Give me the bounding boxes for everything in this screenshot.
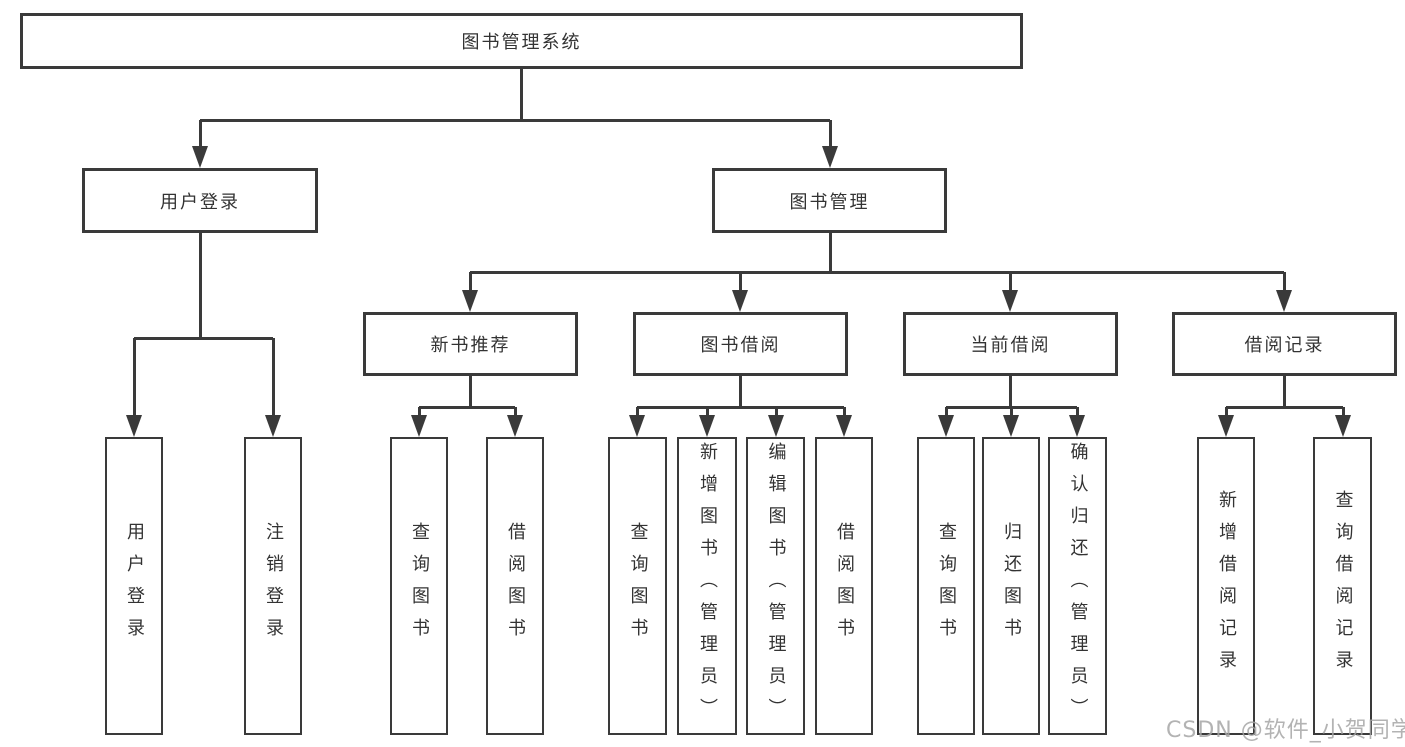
connector-line xyxy=(417,407,421,417)
connector-line xyxy=(132,338,136,417)
connector-line xyxy=(774,407,778,417)
node-label: 用户登录 xyxy=(160,191,240,213)
connector-arrowhead xyxy=(768,415,784,437)
leaf-borrow-borrow-books: 借阅图书 xyxy=(815,437,873,735)
connector-line xyxy=(134,336,273,340)
leaf-records-add-record: 新增借阅记录 xyxy=(1197,437,1255,735)
connector-arrowhead xyxy=(1276,290,1292,312)
leaf-logout: 注销登录 xyxy=(244,437,302,735)
connector-line xyxy=(513,407,517,417)
connector-line xyxy=(705,407,709,417)
leaf-label: 归还图书 xyxy=(1001,522,1022,650)
connector-line xyxy=(944,407,948,417)
connector-line xyxy=(470,270,1284,274)
leaf-newbooks-query-books: 查询图书 xyxy=(390,437,448,735)
node-current-borrowing: 当前借阅 xyxy=(903,312,1118,376)
leaf-label: 查询图书 xyxy=(627,522,649,650)
connector-arrowhead xyxy=(462,290,478,312)
connector-arrowhead xyxy=(822,146,838,168)
leaf-label: 新增图书（管理员） xyxy=(697,442,718,730)
leaf-label: 编辑图书（管理员） xyxy=(765,442,787,730)
leaf-label: 用户登录 xyxy=(124,522,145,650)
connector-arrowhead xyxy=(1003,415,1019,437)
node-label: 图书管理系统 xyxy=(461,32,582,53)
connector-line xyxy=(1341,407,1345,417)
leaf-records-query-record: 查询借阅记录 xyxy=(1313,437,1372,735)
connector-line xyxy=(1282,272,1286,292)
connector-line xyxy=(635,407,639,417)
leaf-label: 查询图书 xyxy=(936,522,957,650)
connector-line xyxy=(1009,407,1013,417)
connector-arrowhead xyxy=(265,415,281,437)
node-label: 借阅记录 xyxy=(1244,335,1325,356)
node-label: 当前借阅 xyxy=(970,335,1051,356)
connector-arrowhead xyxy=(732,290,748,312)
connector-line xyxy=(468,272,472,292)
node-label: 图书管理 xyxy=(789,191,870,213)
leaf-borrow-edit-books-admin: 编辑图书（管理员） xyxy=(746,437,805,735)
connector-arrowhead xyxy=(1002,290,1018,312)
connector-line xyxy=(198,233,202,338)
leaf-label: 新增借阅记录 xyxy=(1216,490,1237,682)
node-label: 图书借阅 xyxy=(700,335,781,356)
connector-line xyxy=(419,405,515,409)
node-label: 新书推荐 xyxy=(430,335,511,356)
connector-line xyxy=(519,68,523,120)
connector-line xyxy=(1075,407,1079,417)
leaf-label: 注销登录 xyxy=(263,522,284,650)
leaf-label: 确认归还（管理员） xyxy=(1067,442,1089,730)
connector-line xyxy=(1282,376,1286,407)
leaf-label: 查询图书 xyxy=(409,522,430,650)
leaf-newbooks-borrow-books: 借阅图书 xyxy=(486,437,544,735)
node-book-borrowing: 图书借阅 xyxy=(633,312,848,376)
connector-arrowhead xyxy=(938,415,954,437)
connector-line xyxy=(1224,407,1228,417)
connector-line xyxy=(828,120,832,148)
connector-arrowhead xyxy=(836,415,852,437)
node-borrowing-records: 借阅记录 xyxy=(1172,312,1397,376)
connector-arrowhead xyxy=(507,415,523,437)
connector-line xyxy=(637,405,844,409)
connector-line xyxy=(738,272,742,292)
leaf-label: 查询借阅记录 xyxy=(1332,490,1354,682)
connector-arrowhead xyxy=(1335,415,1351,437)
leaf-current-return-books: 归还图书 xyxy=(982,437,1040,735)
leaf-borrow-query-books: 查询图书 xyxy=(608,437,667,735)
leaf-current-query-books: 查询图书 xyxy=(917,437,975,735)
leaf-label: 借阅图书 xyxy=(505,522,526,650)
connector-line xyxy=(198,120,202,148)
connector-line xyxy=(1226,405,1343,409)
leaf-current-confirm-return-admin: 确认归还（管理员） xyxy=(1048,437,1107,735)
connector-arrowhead xyxy=(699,415,715,437)
leaf-user-login: 用户登录 xyxy=(105,437,163,735)
connector-line xyxy=(468,376,472,407)
connector-arrowhead xyxy=(126,415,142,437)
connector-line xyxy=(1008,272,1012,292)
leaf-label: 借阅图书 xyxy=(834,522,855,650)
node-user-login: 用户登录 xyxy=(82,168,318,233)
leaf-borrow-add-books-admin: 新增图书（管理员） xyxy=(677,437,737,735)
connector-line xyxy=(1008,376,1012,407)
node-book-management: 图书管理 xyxy=(712,168,947,233)
connector-arrowhead xyxy=(1218,415,1234,437)
node-new-book-recommendation: 新书推荐 xyxy=(363,312,578,376)
connector-arrowhead xyxy=(629,415,645,437)
csdn-watermark: CSDN @软件_小贺同学 xyxy=(1166,718,1405,743)
connector-arrowhead xyxy=(192,146,208,168)
connector-line xyxy=(738,376,742,407)
connector-arrowhead xyxy=(1069,415,1085,437)
connector-line xyxy=(828,233,832,272)
connector-line xyxy=(271,338,275,417)
connector-arrowhead xyxy=(411,415,427,437)
node-library-system: 图书管理系统 xyxy=(20,13,1023,69)
connector-line xyxy=(200,118,830,122)
connector-line xyxy=(842,407,846,417)
